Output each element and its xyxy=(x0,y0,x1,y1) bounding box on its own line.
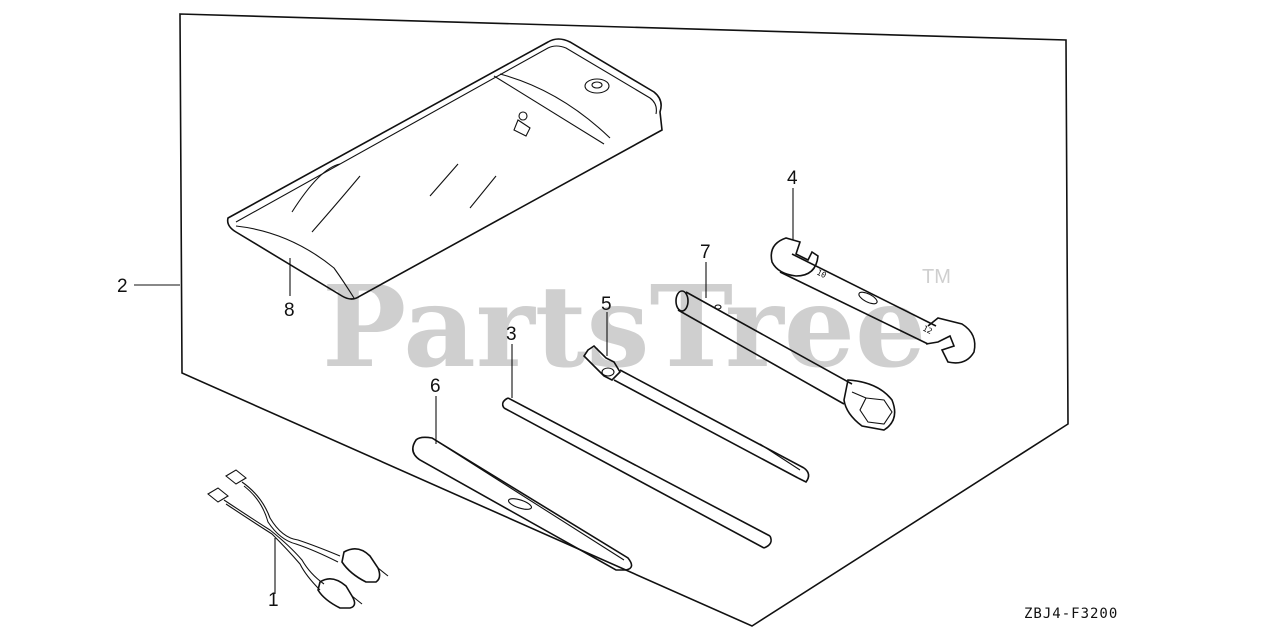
drawing-code: ZBJ4-F3200 xyxy=(1024,606,1118,622)
extension-bar xyxy=(501,397,772,549)
callout-6: 6 xyxy=(430,376,441,397)
tool-bag xyxy=(226,38,663,300)
callout-3: 3 xyxy=(506,324,517,345)
callout-8: 8 xyxy=(284,300,295,321)
callout-5: 5 xyxy=(601,294,612,315)
callout-2: 2 xyxy=(117,276,128,297)
callout-1: 1 xyxy=(268,590,279,611)
watermark-trademark: TM xyxy=(922,266,951,288)
screwdriver xyxy=(582,344,810,484)
svg-text:10: 10 xyxy=(815,268,828,280)
callout-7: 7 xyxy=(700,242,711,263)
svg-text:12: 12 xyxy=(921,324,934,336)
kit-boundary xyxy=(179,13,1069,627)
callout-4: 4 xyxy=(787,168,798,189)
box-spanner xyxy=(675,290,896,431)
charging-cable xyxy=(207,469,389,609)
wrench: 10 12 xyxy=(770,237,976,364)
watermark-text: PartsTree xyxy=(322,262,926,393)
flat-blade xyxy=(412,436,633,571)
